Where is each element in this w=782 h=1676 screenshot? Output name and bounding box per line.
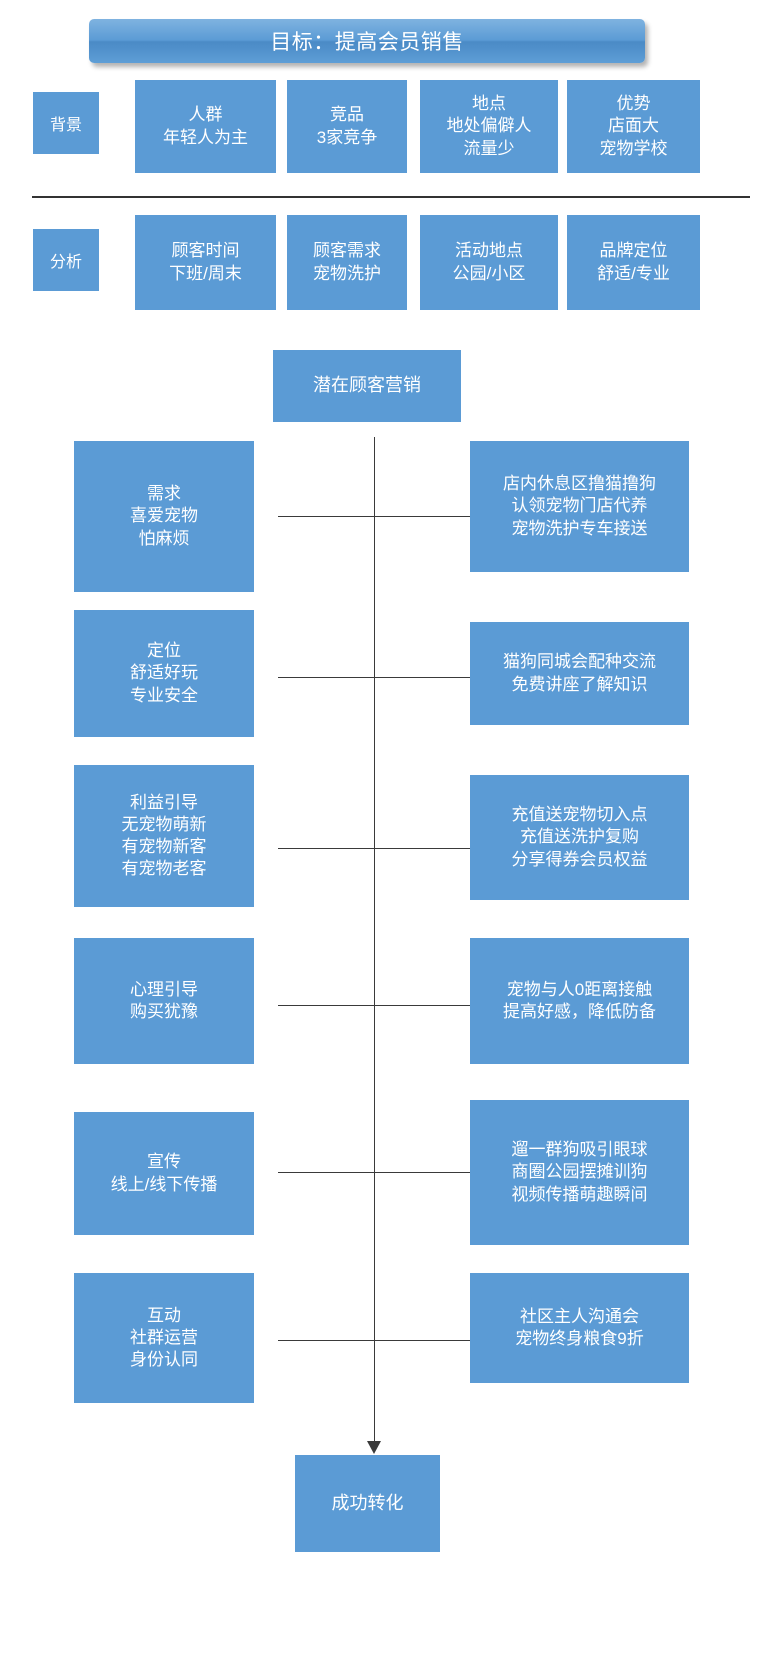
background-card-3: 地点 地处偏僻人 流量少 <box>420 80 558 173</box>
background-card-4: 优势 店面大 宠物学校 <box>567 80 700 173</box>
connector-right-6 <box>374 1340 470 1341</box>
background-card-2: 竞品 3家竞争 <box>287 80 407 173</box>
analysis-card-3: 活动地点 公园/小区 <box>420 215 558 310</box>
background-card-1: 人群 年轻人为主 <box>135 80 276 173</box>
stage-3-right-line-2: 充值送洗护复购 <box>520 827 639 847</box>
funnel-arrow-head-icon <box>367 1441 381 1454</box>
analysis-card-2: 顾客需求 宠物洗护 <box>287 215 407 310</box>
connector-left-5 <box>278 1172 374 1173</box>
stage-6-right-box: 社区主人沟通会 宠物终身粮食9折 <box>470 1273 689 1383</box>
connector-right-3 <box>374 848 470 849</box>
analysis-card-4-line-2: 舒适/专业 <box>597 263 670 283</box>
stage-6-left-box: 互动 社群运营 身份认同 <box>74 1273 254 1403</box>
background-card-4-line-2: 店面大 <box>608 116 659 136</box>
connector-left-2 <box>278 677 374 678</box>
analysis-card-2-line-1: 顾客需求 <box>313 241 381 261</box>
stage-2-left-line-1: 定位 <box>147 641 181 661</box>
analysis-card-1-line-2: 下班/周末 <box>169 263 242 283</box>
stage-5-left-box: 宣传 线上/线下传播 <box>74 1112 254 1235</box>
stage-1-right-box: 店内休息区撸猫撸狗 认领宠物门店代养 宠物洗护专车接送 <box>470 441 689 572</box>
stage-5-right-line-3: 视频传播萌趣瞬间 <box>511 1184 648 1204</box>
stage-5-left-line-1: 宣传 <box>147 1152 181 1172</box>
stage-1-left-box: 需求 喜爱宠物 怕麻烦 <box>74 441 254 592</box>
background-card-1-line-1: 人群 <box>188 105 223 125</box>
stage-3-right-line-3: 分享得券会员权益 <box>511 849 648 869</box>
section-label-analysis-text: 分析 <box>49 254 82 271</box>
stage-3-left-line-3: 有宠物新客 <box>121 837 207 856</box>
background-card-4-line-3: 宠物学校 <box>599 138 668 158</box>
stage-1-right-line-2: 认领宠物门店代养 <box>511 496 648 516</box>
background-card-3-line-3: 流量少 <box>463 138 515 158</box>
stage-1-left-line-2: 喜爱宠物 <box>130 506 198 526</box>
stage-3-right-line-1: 充值送宠物切入点 <box>511 805 648 825</box>
stage-6-left-line-1: 互动 <box>147 1305 181 1325</box>
background-card-4-line-1: 优势 <box>616 94 651 114</box>
analysis-card-3-line-2: 公园/小区 <box>452 263 526 283</box>
section-label-background-text: 背景 <box>49 117 82 134</box>
stage-1-right-line-3: 宠物洗护专车接送 <box>511 518 648 538</box>
background-card-3-line-1: 地点 <box>472 94 506 114</box>
connector-left-4 <box>278 1005 374 1006</box>
stage-3-left-box: 利益引导 无宠物萌新 有宠物新客 有宠物老客 <box>74 765 254 907</box>
stage-6-right-line-2: 宠物终身粮食9折 <box>515 1329 644 1348</box>
analysis-card-1: 顾客时间 下班/周末 <box>135 215 276 310</box>
section-label-analysis: 分析 <box>33 229 99 291</box>
connector-left-3 <box>278 848 374 849</box>
stage-5-right-line-2: 商圈公园摆摊训狗 <box>511 1162 648 1182</box>
background-card-3-line-2: 地处偏僻人 <box>446 116 532 136</box>
stage-2-left-line-3: 专业安全 <box>130 685 198 705</box>
analysis-card-3-line-1: 活动地点 <box>455 241 523 261</box>
stage-1-left-line-3: 怕麻烦 <box>138 528 190 548</box>
funnel-header-label: 潜在顾客营销 <box>313 375 421 396</box>
analysis-card-4: 品牌定位 舒适/专业 <box>567 215 700 310</box>
stage-2-right-box: 猫狗同城会配种交流 免费讲座了解知识 <box>470 622 689 725</box>
stage-4-left-line-2: 购买犹豫 <box>130 1002 198 1021</box>
stage-1-left-line-1: 需求 <box>147 484 181 504</box>
connector-left-1 <box>278 516 374 517</box>
stage-3-left-line-4: 有宠物老客 <box>121 859 207 879</box>
stage-2-left-line-2: 舒适好玩 <box>130 663 198 683</box>
analysis-card-1-line-1: 顾客时间 <box>171 241 240 261</box>
funnel-header-box: 潜在顾客营销 <box>273 350 461 422</box>
stage-6-right-line-1: 社区主人沟通会 <box>520 1306 639 1326</box>
connector-right-5 <box>374 1172 470 1173</box>
section-label-background: 背景 <box>33 92 99 154</box>
stage-6-left-line-3: 身份认同 <box>130 1350 198 1370</box>
stage-3-left-line-2: 无宠物萌新 <box>121 814 207 834</box>
analysis-card-2-line-2: 宠物洗护 <box>313 263 381 283</box>
background-card-2-line-1: 竞品 <box>330 105 364 125</box>
goal-banner: 目标：提高会员销售 <box>89 19 645 63</box>
stage-4-right-box: 宠物与人0距离接触 提高好感，降低防备 <box>470 938 689 1064</box>
stage-2-right-line-2: 免费讲座了解知识 <box>511 674 648 694</box>
stage-2-left-box: 定位 舒适好玩 专业安全 <box>74 610 254 737</box>
stage-4-right-line-2: 提高好感，降低防备 <box>503 1002 656 1021</box>
funnel-spine-line <box>374 437 375 1449</box>
result-label: 成功转化 <box>331 1492 404 1513</box>
stage-4-left-line-1: 心理引导 <box>130 979 198 999</box>
connector-left-6 <box>278 1340 374 1341</box>
section-divider <box>32 196 750 198</box>
stage-4-right-line-1: 宠物与人0距离接触 <box>506 979 653 999</box>
stage-6-left-line-2: 社群运营 <box>130 1327 198 1347</box>
stage-5-right-line-1: 遛一群狗吸引眼球 <box>511 1140 648 1160</box>
stage-4-left-box: 心理引导 购买犹豫 <box>74 938 254 1064</box>
stage-5-right-box: 遛一群狗吸引眼球 商圈公园摆摊训狗 视频传播萌趣瞬间 <box>470 1100 689 1245</box>
result-box: 成功转化 <box>295 1455 440 1552</box>
stage-5-left-line-2: 线上/线下传播 <box>110 1174 218 1194</box>
connector-right-4 <box>374 1005 470 1006</box>
stage-1-right-line-1: 店内休息区撸猫撸狗 <box>503 474 656 494</box>
background-card-1-line-2: 年轻人为主 <box>163 127 248 147</box>
connector-right-1 <box>374 516 470 517</box>
stage-3-left-line-1: 利益引导 <box>130 792 198 812</box>
stage-3-right-box: 充值送宠物切入点 充值送洗护复购 分享得券会员权益 <box>470 775 689 900</box>
analysis-card-4-line-1: 品牌定位 <box>599 241 668 261</box>
background-card-2-line-2: 3家竞争 <box>316 127 378 147</box>
stage-2-right-line-1: 猫狗同城会配种交流 <box>503 652 656 672</box>
connector-right-2 <box>374 677 470 678</box>
goal-banner-label: 目标：提高会员销售 <box>270 31 464 54</box>
